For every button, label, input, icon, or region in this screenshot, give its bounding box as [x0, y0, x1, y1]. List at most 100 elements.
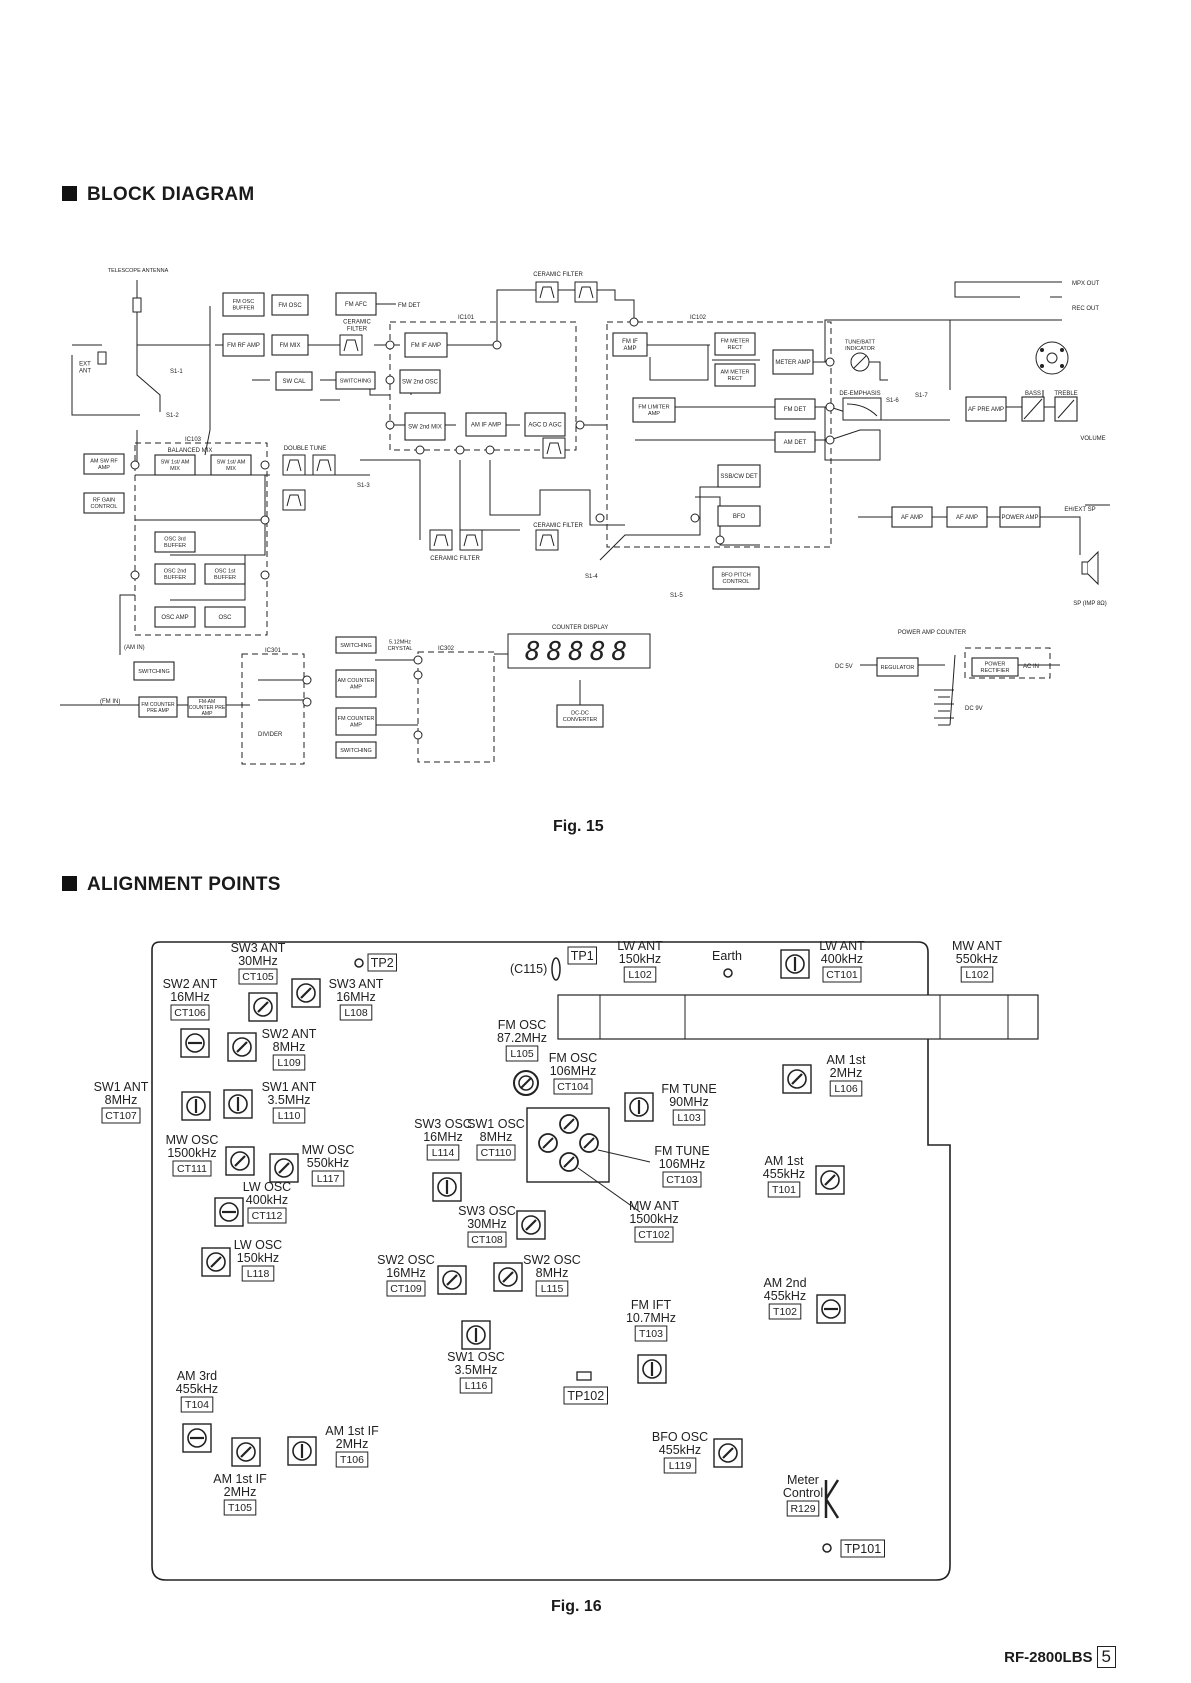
- l109-adjuster[interactable]: [227, 1032, 257, 1062]
- component-code: CT103: [666, 1174, 698, 1186]
- component-code: T106: [340, 1454, 364, 1466]
- component-code-box: [170, 1004, 210, 1021]
- block-af-amp-2: AF AMP: [946, 506, 988, 528]
- label-ic302: IC302: [438, 646, 455, 652]
- ic-pin-node: [130, 570, 140, 580]
- ext-ant-jack: [97, 351, 107, 365]
- l115-adjuster[interactable]: [493, 1262, 523, 1292]
- test-point-tp1[interactable]: TP1: [567, 946, 597, 965]
- component-code: L106: [834, 1083, 858, 1095]
- ct107-adjuster[interactable]: [181, 1091, 211, 1121]
- ic101-boundary: [389, 321, 577, 451]
- component-code-box: [335, 1451, 369, 1468]
- label-c115: (C115): [510, 962, 547, 976]
- block-frame: [891, 506, 933, 528]
- t102-adjuster[interactable]: [816, 1294, 846, 1324]
- ct106-adjuster[interactable]: [180, 1028, 210, 1058]
- block-frame: [717, 505, 761, 527]
- block-frame: [204, 563, 246, 585]
- signal-line: [119, 594, 135, 655]
- trimmer-icon[interactable]: [559, 1152, 579, 1172]
- meter-control-resistor[interactable]: [824, 1479, 840, 1519]
- svg-text:POWER AMP COUNTER: POWER AMP COUNTER: [898, 630, 967, 636]
- l106-adjuster[interactable]: [782, 1064, 812, 1094]
- l118-adjuster[interactable]: [201, 1247, 231, 1277]
- svg-text:(FM IN): (FM IN): [100, 699, 120, 705]
- ct108-adjuster[interactable]: [516, 1210, 546, 1240]
- component-code-box: [311, 1170, 345, 1187]
- alignment-point-frequency: 2MHz: [830, 1066, 863, 1080]
- t105-adjuster[interactable]: [231, 1437, 261, 1467]
- ct104-left-adjuster[interactable]: [182, 1423, 212, 1453]
- block-frame: [204, 606, 246, 628]
- signal-line: [649, 345, 709, 381]
- svg-text:SWITCHING: SWITCHING: [340, 378, 371, 384]
- component-code-box: [663, 1457, 697, 1474]
- block-frame: [712, 566, 760, 590]
- svg-text:SWITCHING: SWITCHING: [138, 669, 169, 675]
- component-code: L105: [510, 1048, 534, 1060]
- block-frame: [133, 661, 175, 681]
- label-counter-display: COUNTER DISPLAY: [552, 625, 608, 631]
- t103-adjuster[interactable]: [637, 1354, 667, 1384]
- ic-pin-node: [455, 445, 465, 455]
- component-code-box: [272, 1107, 306, 1124]
- power-supply-boundary: [964, 647, 1051, 679]
- ct111-adjuster[interactable]: [225, 1146, 255, 1176]
- svg-text:DOUBLE TUNE: DOUBLE TUNE: [284, 446, 327, 452]
- trimmer-icon[interactable]: [579, 1133, 599, 1153]
- alignment-point-frequency: 16MHz: [336, 990, 376, 1004]
- ic-pin-node: [485, 445, 495, 455]
- l110-adjuster[interactable]: [223, 1089, 253, 1119]
- component-code-box: [672, 1109, 706, 1126]
- test-point-tp102[interactable]: TP102: [563, 1386, 608, 1405]
- component-code: CT111: [177, 1163, 207, 1175]
- ic-pin-node: [825, 402, 835, 412]
- signal-line: [599, 486, 725, 561]
- ic102-boundary: [606, 321, 832, 548]
- block-frame: [154, 454, 196, 476]
- block-am-det: AM DET: [774, 431, 816, 453]
- block-frame: [404, 332, 448, 358]
- t106-adjuster[interactable]: [287, 1436, 317, 1466]
- l105-adjuster[interactable]: [513, 1070, 539, 1096]
- l103-adjuster[interactable]: [624, 1092, 654, 1122]
- block-switching-3: SWITCHING: [335, 636, 377, 654]
- component-code: L119: [669, 1460, 692, 1472]
- alignment-point-frequency: 16MHz: [170, 990, 210, 1004]
- t101-adjuster[interactable]: [815, 1165, 845, 1195]
- l117-adjuster[interactable]: [269, 1153, 299, 1183]
- test-point-tp2[interactable]: TP2: [367, 953, 397, 972]
- signal-line: [805, 429, 881, 461]
- ic-pin-node: [413, 670, 423, 680]
- l108-adjuster[interactable]: [291, 978, 321, 1008]
- label-ic301: IC301: [265, 648, 282, 654]
- label-ceramic-filter-mid: CERAMIC FILTER: [533, 523, 583, 529]
- ct112-adjuster[interactable]: [214, 1197, 244, 1227]
- svg-text:FM OSC: FM OSC: [278, 303, 302, 309]
- l116-adjuster[interactable]: [432, 1172, 462, 1202]
- trimmer-icon[interactable]: [538, 1133, 558, 1153]
- component-code: L102: [965, 969, 989, 981]
- ct105-adjuster[interactable]: [248, 992, 278, 1022]
- l119-adjuster[interactable]: [713, 1438, 743, 1468]
- test-point-tp101[interactable]: TP101: [840, 1539, 885, 1558]
- l116b-adjuster[interactable]: [461, 1320, 491, 1350]
- ct109-adjuster[interactable]: [437, 1265, 467, 1295]
- component-code: T103: [639, 1328, 663, 1340]
- component-code-box: [223, 1499, 257, 1516]
- trimmer-icon[interactable]: [559, 1114, 579, 1134]
- ct101-adjuster[interactable]: [780, 949, 810, 979]
